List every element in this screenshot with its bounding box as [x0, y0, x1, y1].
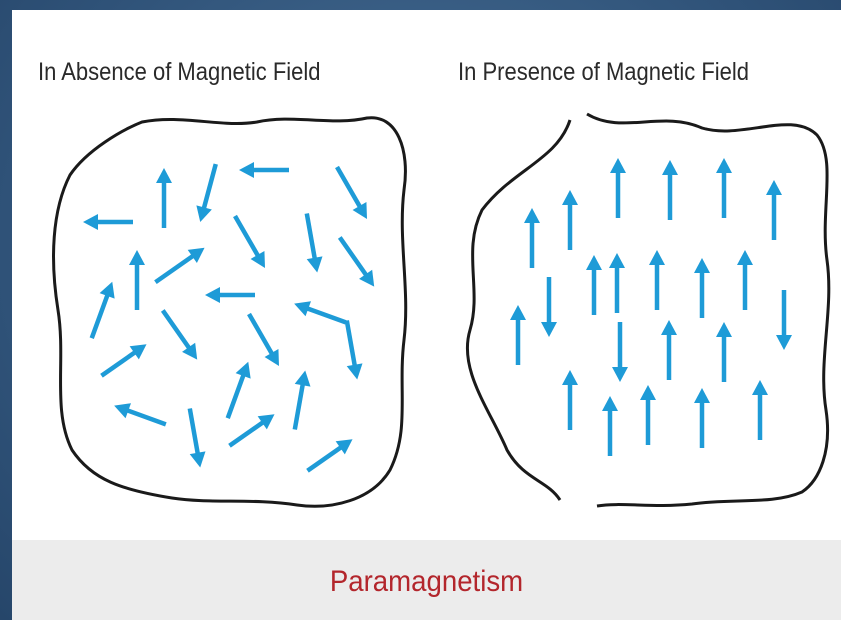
- aligned-dipole-arrow-icon: [766, 180, 782, 240]
- caption-bar: [12, 540, 841, 620]
- aligned-dipole-arrow-icon: [716, 322, 732, 382]
- aligned-dipole-arrow-icon: [640, 385, 656, 445]
- right-material-outline-left-edge: [465, 119, 572, 501]
- aligned-dipole-arrow-icon: [524, 208, 540, 268]
- random-dipoles-group: [83, 162, 375, 473]
- random-dipole-arrow-icon: [233, 214, 265, 268]
- random-dipole-arrow-icon: [114, 403, 167, 427]
- random-dipole-arrow-icon: [337, 236, 375, 287]
- aligned-dipole-arrow-icon: [602, 396, 618, 456]
- random-dipole-arrow-icon: [196, 163, 218, 222]
- random-dipole-arrow-icon: [100, 344, 147, 378]
- figure-panel: In Absence of Magnetic Field In Presence…: [12, 10, 841, 620]
- random-dipole-arrow-icon: [247, 312, 279, 366]
- aligned-dipole-arrow-icon: [562, 190, 578, 250]
- aligned-dipole-arrow-icon: [612, 322, 628, 382]
- random-dipole-arrow-icon: [292, 370, 311, 430]
- aligned-dipole-arrow-icon: [661, 320, 677, 380]
- random-dipole-arrow-icon: [129, 250, 145, 310]
- random-dipole-arrow-icon: [156, 168, 172, 228]
- aligned-dipole-arrow-icon: [649, 250, 665, 310]
- random-dipole-arrow-icon: [239, 162, 289, 178]
- right-material-outline-right-edge: [586, 112, 831, 508]
- random-dipole-arrow-icon: [344, 320, 363, 380]
- aligned-dipole-arrow-icon: [737, 250, 753, 310]
- aligned-dipole-arrow-icon: [694, 388, 710, 448]
- aligned-dipole-arrow-icon: [694, 258, 710, 318]
- caption: Paramagnetism: [329, 565, 524, 598]
- aligned-dipole-arrow-icon: [716, 158, 732, 218]
- random-dipole-arrow-icon: [205, 287, 255, 303]
- random-dipole-arrow-icon: [187, 408, 206, 468]
- aligned-dipole-arrow-icon: [662, 160, 678, 220]
- left-panel-title: In Absence of Magnetic Field: [38, 58, 321, 86]
- random-dipole-arrow-icon: [225, 361, 251, 419]
- random-dipole-arrow-icon: [335, 165, 367, 219]
- random-dipole-arrow-icon: [89, 281, 115, 339]
- random-dipole-arrow-icon: [83, 214, 133, 230]
- random-dipole-arrow-icon: [160, 309, 198, 360]
- right-panel-title: In Presence of Magnetic Field: [458, 58, 750, 86]
- aligned-dipole-arrow-icon: [609, 253, 625, 313]
- aligned-dipole-arrow-icon: [776, 290, 792, 350]
- random-dipole-arrow-icon: [154, 247, 205, 285]
- aligned-dipole-arrow-icon: [752, 380, 768, 440]
- aligned-dipole-arrow-icon: [610, 158, 626, 218]
- aligned-dipole-arrow-icon: [586, 255, 602, 315]
- left-material-outline: [52, 116, 408, 508]
- random-dipole-arrow-icon: [294, 301, 347, 325]
- aligned-dipoles-group: [510, 158, 792, 456]
- paramagnetism-diagram: [52, 112, 831, 508]
- aligned-dipole-arrow-icon: [510, 305, 526, 365]
- aligned-dipole-arrow-icon: [562, 370, 578, 430]
- random-dipole-arrow-icon: [306, 439, 353, 473]
- random-dipole-arrow-icon: [228, 414, 275, 448]
- random-dipole-arrow-icon: [304, 213, 323, 273]
- aligned-dipole-arrow-icon: [541, 277, 557, 337]
